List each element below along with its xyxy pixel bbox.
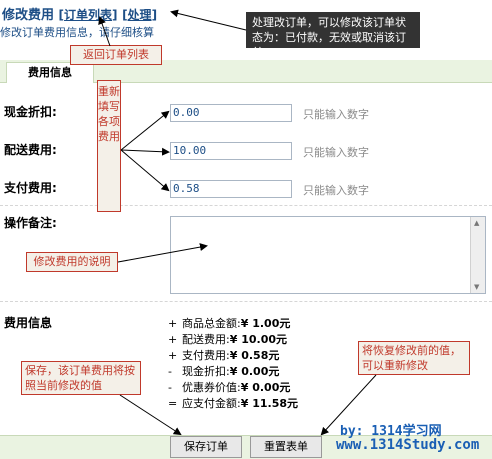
- button-bar: [0, 435, 492, 459]
- arrow-note: [117, 243, 208, 263]
- fee-line-value: ¥ 0.58元: [229, 349, 280, 362]
- fee-sign: -: [168, 381, 172, 394]
- arrow-shipping: [120, 147, 170, 156]
- note-callout: 修改费用的说明: [26, 252, 118, 272]
- tab-bar: [0, 60, 492, 83]
- fee-sign: -: [168, 365, 172, 378]
- reset-callout: 将恢复修改前的值，可以重新修改: [358, 341, 470, 375]
- fee-line-value: ¥ 10.00元: [229, 333, 287, 346]
- fee-sign: =: [168, 397, 178, 410]
- fee-line-label: 支付费用:: [182, 349, 230, 362]
- fee-line: = 应支付金额:¥ 11.58元: [168, 395, 298, 411]
- divider: [0, 205, 492, 206]
- fee-line-label: 商品总金额:: [182, 317, 241, 330]
- fee-line: -优惠券价值:¥ 0.00元: [168, 379, 298, 395]
- arrow-reset: [320, 374, 377, 436]
- fee-line: -现金折扣:¥ 0.00元: [168, 363, 298, 379]
- save-callout: 保存，该订单费用将按照当前修改的值: [21, 361, 141, 395]
- payfee-hint: 只能输入数字: [303, 184, 369, 197]
- fee-line-label: 应支付金额:: [182, 397, 241, 410]
- note-label: 操作备注:: [4, 216, 57, 230]
- fee-line-value: ¥ 11.58元: [240, 397, 298, 410]
- scroll-up-icon[interactable]: ▲: [474, 219, 480, 227]
- bracket-open-2: [: [122, 8, 128, 22]
- watermark-line2: www.1314Study.com: [336, 437, 480, 453]
- fee-sign: +: [168, 349, 178, 362]
- save-order-button[interactable]: 保存订单: [170, 436, 242, 458]
- payfee-input[interactable]: 0.58: [170, 180, 292, 198]
- arrow-payfee: [120, 149, 170, 192]
- page-subtitle: 修改订单费用信息，请仔细核算: [0, 26, 154, 39]
- fee-line-value: ¥ 1.00元: [240, 317, 291, 330]
- divider-2: [0, 301, 492, 302]
- arrow-discount: [120, 110, 170, 151]
- bracket-open: [: [58, 8, 65, 22]
- fee-line: + 配送费用:¥ 10.00元: [168, 331, 298, 347]
- fee-summary-label: 费用信息: [4, 316, 53, 330]
- shipping-hint: 只能输入数字: [303, 146, 369, 159]
- payfee-label: 支付费用:: [4, 181, 57, 195]
- fee-line-label: 优惠券价值:: [182, 381, 241, 394]
- back-callout: 返回订单列表: [70, 45, 162, 65]
- fee-line: + 支付费用:¥ 0.58元: [168, 347, 298, 363]
- tab-fee-info[interactable]: 费用信息: [6, 62, 94, 83]
- fee-line-value: ¥ 0.00元: [240, 381, 291, 394]
- note-textarea[interactable]: ▲ ▼: [170, 216, 486, 294]
- process-link[interactable]: 处理: [127, 8, 152, 22]
- watermark-line1: by: 1314学习网: [340, 424, 442, 439]
- fee-line: + 商品总金额:¥ 1.00元: [168, 315, 298, 331]
- discount-input[interactable]: 0.00: [170, 104, 292, 122]
- fee-sign: +: [168, 317, 178, 330]
- discount-label: 现金折扣:: [4, 105, 57, 119]
- discount-hint: 只能输入数字: [303, 108, 369, 121]
- reset-form-button[interactable]: 重置表单: [250, 436, 322, 458]
- refill-callout: 重新填写各项费用: [97, 80, 121, 212]
- fee-summary-list: +商品总金额:¥ 1.00元 +配送费用:¥ 10.00元 +支付费用:¥ 0.…: [168, 315, 298, 411]
- arrow-save: [119, 394, 182, 436]
- fee-line-value: ¥ 0.00元: [229, 365, 280, 378]
- fee-line-label: 现金折扣:: [182, 365, 230, 378]
- shipping-input[interactable]: 10.00: [170, 142, 292, 160]
- page-title-text: 修改费用: [2, 8, 55, 23]
- arrow-back: [98, 16, 111, 47]
- textarea-scrollbar[interactable]: ▲ ▼: [470, 217, 485, 293]
- scroll-down-icon[interactable]: ▼: [474, 283, 480, 291]
- arrow-process: [170, 9, 247, 31]
- bracket-close: ]: [112, 8, 118, 22]
- shipping-label: 配送费用:: [4, 143, 57, 157]
- bracket-close-2: ]: [151, 8, 158, 22]
- fee-sign: +: [168, 333, 178, 346]
- fee-line-label: 配送费用:: [182, 333, 230, 346]
- process-callout: 处理改订单，可以修改该订单状态为：已付款，无效或取消该订单: [246, 12, 420, 59]
